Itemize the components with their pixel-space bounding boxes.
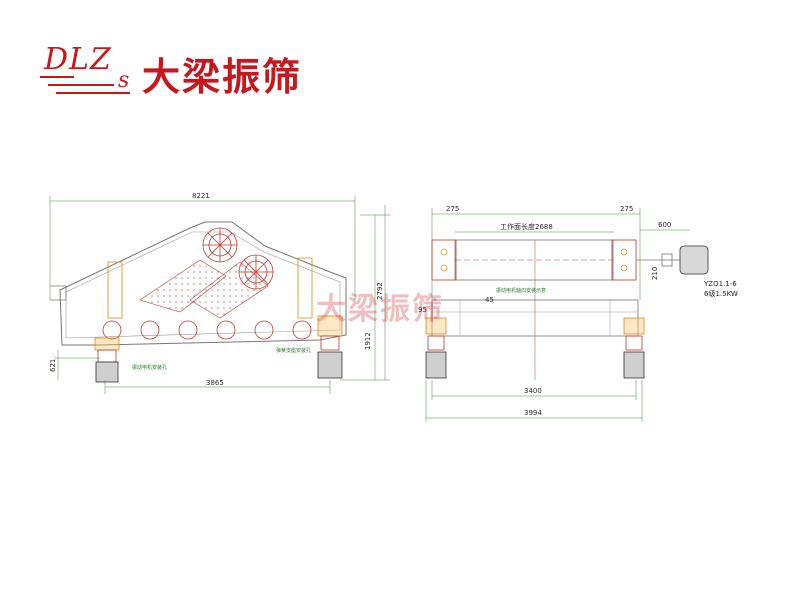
- exciter-upper: [202, 227, 238, 263]
- side-view: [49, 196, 390, 394]
- coupling: [661, 253, 673, 267]
- motor-power-label: 6级1.5KW: [704, 289, 738, 298]
- note-motor-hole: 振动电机安装孔: [132, 364, 167, 371]
- bearing-housing-right: [611, 239, 637, 281]
- span-length-label: 3865: [206, 379, 224, 387]
- overall-length-label: 8221: [192, 192, 210, 200]
- watermark: 大梁振筛: [316, 292, 444, 327]
- screen-body: [59, 221, 347, 346]
- dim-motor-label: 600: [658, 221, 671, 229]
- end-bottom-dims: [425, 380, 643, 422]
- dim-top-left-label: 275: [446, 205, 459, 213]
- bearing-housing-left: [431, 239, 457, 281]
- span-inner-label: 3400: [524, 387, 542, 395]
- spring-support-left: [94, 337, 120, 383]
- spring-support-right: [317, 315, 343, 379]
- logo-underline: [40, 76, 74, 78]
- note-spring-hole: 弹簧支座安装孔: [276, 347, 311, 354]
- screen-frame: [65, 231, 341, 339]
- base-height-label: 621: [49, 359, 57, 372]
- dim-overall-length: [49, 196, 356, 300]
- height-label: 1912: [364, 332, 372, 350]
- end-spring-left: [425, 317, 447, 379]
- end-spring-right: [623, 317, 645, 379]
- dim-span: [104, 380, 331, 394]
- dim-height: [57, 205, 390, 381]
- dim-motor-offset-label: 210: [651, 267, 659, 280]
- motor-model-label: YZO1.1-6: [703, 280, 737, 288]
- work-width-label: 工作面长度2688: [500, 222, 553, 231]
- dim-angle-label: 45: [485, 296, 494, 304]
- logo-sub-letter: s: [118, 68, 130, 93]
- vibrating-motor: [679, 245, 709, 275]
- total-height-label: 2792: [376, 282, 384, 300]
- end-view: [425, 208, 709, 422]
- feed-chute: [50, 285, 67, 301]
- logo-underline: [48, 84, 114, 86]
- side-plate-left: [107, 261, 123, 319]
- side-plate-right: [297, 257, 313, 319]
- dim-top-right-label: 275: [620, 205, 633, 213]
- company-logo: DLZ s 大梁振筛: [40, 40, 310, 100]
- logo-letters: DLZ: [44, 42, 112, 77]
- exciter-lower: [238, 254, 274, 290]
- cross-beams: [102, 320, 312, 340]
- logo-underline: [56, 92, 130, 94]
- end-top-dims: [431, 208, 690, 310]
- note-motor-axis: 振动电机轴向安装示意: [496, 287, 546, 294]
- dim-left-side-label: 95: [418, 306, 427, 314]
- screen-deck: [189, 261, 269, 319]
- company-name: 大梁振筛: [142, 55, 303, 99]
- span-outer-label: 3994: [524, 409, 542, 417]
